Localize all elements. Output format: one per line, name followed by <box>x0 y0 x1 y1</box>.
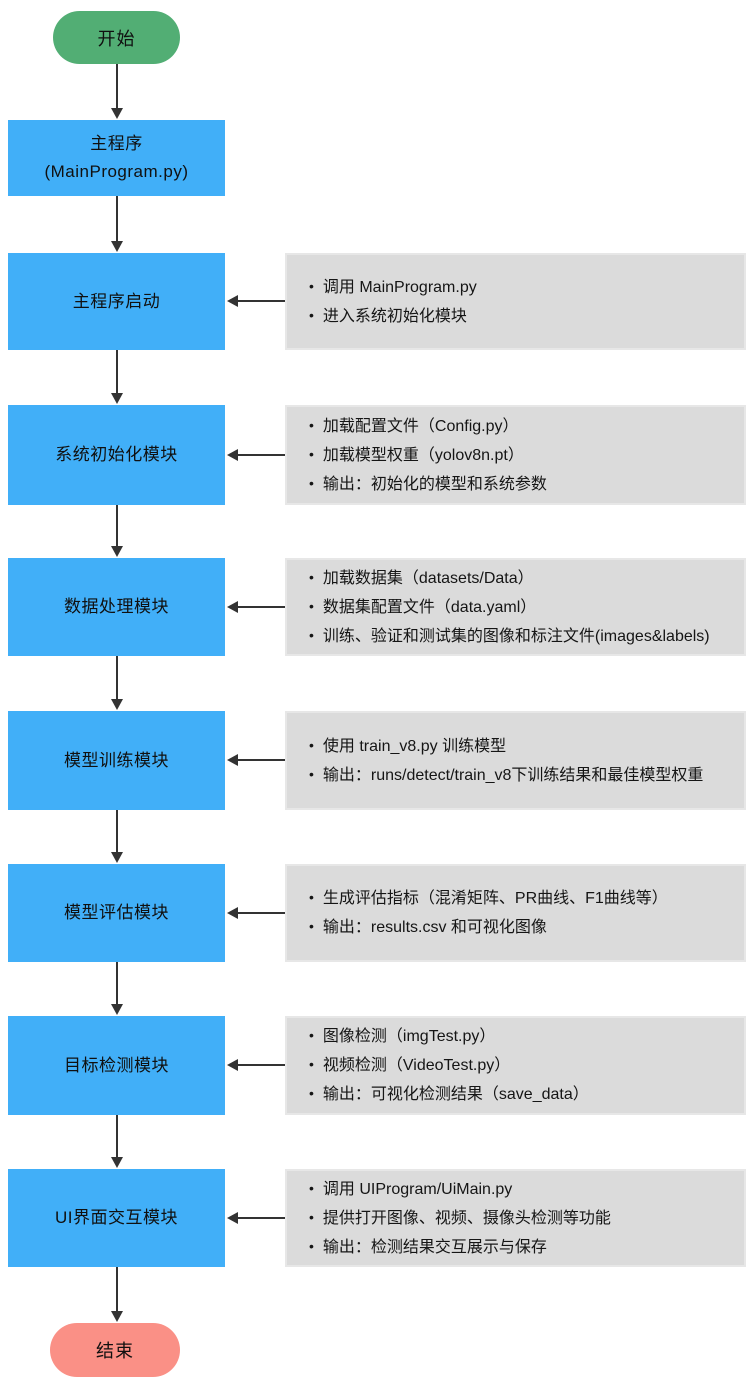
note-bullet: 输出：results.csv 和可视化图像 <box>309 913 668 942</box>
process-box-main-program: 主程序 (MainProgram.py) <box>8 120 225 196</box>
process-label: 系统初始化模块 <box>55 445 178 464</box>
process-label: 模型评估模块 <box>64 903 169 922</box>
note-box-train: 使用 train_v8.py 训练模型 输出：runs/detect/train… <box>285 711 746 810</box>
arrow-note-eval <box>227 907 285 919</box>
arrow-init-to-data <box>111 505 123 557</box>
note-bullet-list: 生成评估指标（混淆矩阵、PR曲线、F1曲线等） 输出：results.csv 和… <box>287 884 676 942</box>
note-bullet-list: 调用 MainProgram.py 进入系统初始化模块 <box>287 273 485 331</box>
process-box-ui: UI界面交互模块 <box>8 1169 225 1267</box>
note-bullet-list: 加载配置文件（Config.py） 加载模型权重（yolov8n.pt） 输出：… <box>287 412 555 499</box>
arrow-train-to-eval <box>111 810 123 863</box>
process-label: 数据处理模块 <box>64 597 169 616</box>
process-label-line1: 主程序 <box>90 134 143 153</box>
arrow-start-to-mainprogram <box>111 64 123 119</box>
note-bullet: 调用 MainProgram.py <box>309 273 477 302</box>
note-bullet: 调用 UIProgram/UiMain.py <box>309 1175 611 1204</box>
note-box-eval: 生成评估指标（混淆矩阵、PR曲线、F1曲线等） 输出：results.csv 和… <box>285 864 746 962</box>
process-label: 模型训练模块 <box>64 750 169 770</box>
note-bullet: 进入系统初始化模块 <box>309 302 477 331</box>
process-box-detect: 目标检测模块 <box>8 1016 225 1115</box>
arrow-note-init <box>227 449 285 461</box>
note-box-launch: 调用 MainProgram.py 进入系统初始化模块 <box>285 253 746 350</box>
process-box-init: 系统初始化模块 <box>8 405 225 505</box>
note-bullet: 数据集配置文件（data.yaml） <box>309 593 710 622</box>
start-label: 开始 <box>97 28 136 49</box>
process-box-data: 数据处理模块 <box>8 558 225 656</box>
note-bullet: 提供打开图像、视频、摄像头检测等功能 <box>309 1204 611 1233</box>
note-box-data: 加载数据集（datasets/Data） 数据集配置文件（data.yaml） … <box>285 558 746 656</box>
arrow-eval-to-detect <box>111 962 123 1015</box>
note-bullet: 加载配置文件（Config.py） <box>309 412 547 441</box>
arrow-data-to-train <box>111 656 123 710</box>
arrow-launch-to-init <box>111 350 123 404</box>
note-bullet-list: 使用 train_v8.py 训练模型 输出：runs/detect/train… <box>287 732 711 790</box>
note-box-detect: 图像检测（imgTest.py） 视频检测（VideoTest.py） 输出：可… <box>285 1016 746 1115</box>
note-bullet: 视频检测（VideoTest.py） <box>309 1051 589 1080</box>
note-bullet: 加载数据集（datasets/Data） <box>309 564 710 593</box>
process-label-line2: (MainProgram.py) <box>44 162 189 181</box>
arrow-note-data <box>227 601 285 613</box>
note-bullet: 加载模型权重（yolov8n.pt） <box>309 441 547 470</box>
note-bullet-list: 调用 UIProgram/UiMain.py 提供打开图像、视频、摄像头检测等功… <box>287 1175 619 1262</box>
process-label: 主程序启动 <box>72 291 161 311</box>
arrow-note-launch <box>227 295 285 307</box>
arrow-ui-to-end <box>111 1267 123 1322</box>
note-bullet: 输出：初始化的模型和系统参数 <box>309 470 547 499</box>
note-bullet: 生成评估指标（混淆矩阵、PR曲线、F1曲线等） <box>309 884 668 913</box>
note-bullet: 训练、验证和测试集的图像和标注文件(images&labels) <box>309 622 710 651</box>
note-bullet: 输出：检测结果交互展示与保存 <box>309 1233 611 1262</box>
process-label: UI界面交互模块 <box>55 1208 178 1227</box>
process-box-launch: 主程序启动 <box>8 253 225 350</box>
note-bullet-list: 图像检测（imgTest.py） 视频检测（VideoTest.py） 输出：可… <box>287 1022 597 1109</box>
arrow-note-detect <box>227 1059 285 1071</box>
process-box-eval: 模型评估模块 <box>8 864 225 962</box>
note-bullet: 图像检测（imgTest.py） <box>309 1022 589 1051</box>
start-node: 开始 <box>53 11 180 64</box>
note-bullet: 输出：runs/detect/train_v8下训练结果和最佳模型权重 <box>309 761 704 790</box>
end-label: 结束 <box>96 1341 134 1361</box>
process-label: 目标检测模块 <box>64 1055 169 1075</box>
process-box-train: 模型训练模块 <box>8 711 225 810</box>
note-bullet: 使用 train_v8.py 训练模型 <box>309 732 703 761</box>
note-box-init: 加载配置文件（Config.py） 加载模型权重（yolov8n.pt） 输出：… <box>285 405 746 505</box>
note-box-ui: 调用 UIProgram/UiMain.py 提供打开图像、视频、摄像头检测等功… <box>285 1169 746 1267</box>
note-bullet-list: 加载数据集（datasets/Data） 数据集配置文件（data.yaml） … <box>287 564 718 651</box>
arrow-note-ui <box>227 1212 285 1224</box>
end-node: 结束 <box>50 1323 180 1377</box>
note-bullet: 输出：可视化检测结果（save_data） <box>309 1080 589 1109</box>
arrow-mainprogram-to-launch <box>111 196 123 252</box>
arrow-note-train <box>227 754 285 766</box>
arrow-detect-to-ui <box>111 1115 123 1168</box>
